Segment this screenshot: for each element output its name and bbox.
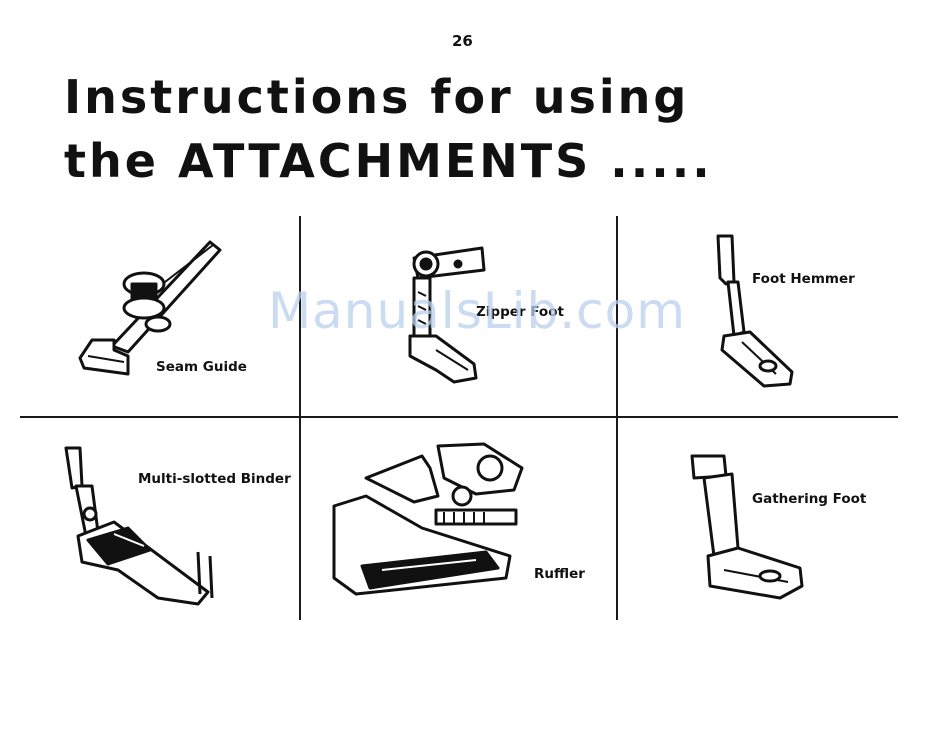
foot-hemmer-icon	[706, 232, 806, 392]
grid-vertical-divider-left	[299, 216, 301, 620]
ruffler-icon	[326, 438, 526, 608]
label-seam-guide: Seam Guide	[156, 359, 247, 375]
label-multi-slotted-binder: Multi-slotted Binder	[138, 471, 291, 487]
label-zipper-foot: Zipper Foot	[476, 304, 564, 320]
page-number: 26	[452, 32, 473, 50]
grid-horizontal-divider	[20, 416, 898, 418]
label-ruffler: Ruffler	[534, 566, 585, 582]
gathering-foot-icon	[684, 450, 814, 610]
seam-guide-icon	[70, 228, 230, 378]
binder-icon	[58, 442, 228, 612]
label-foot-hemmer: Foot Hemmer	[752, 271, 855, 287]
page-title-line-2: the ATTACHMENTS .....	[64, 138, 713, 184]
label-gathering-foot: Gathering Foot	[752, 491, 866, 507]
page-title-line-1: Instructions for using	[64, 74, 689, 120]
grid-vertical-divider-right	[616, 216, 618, 620]
